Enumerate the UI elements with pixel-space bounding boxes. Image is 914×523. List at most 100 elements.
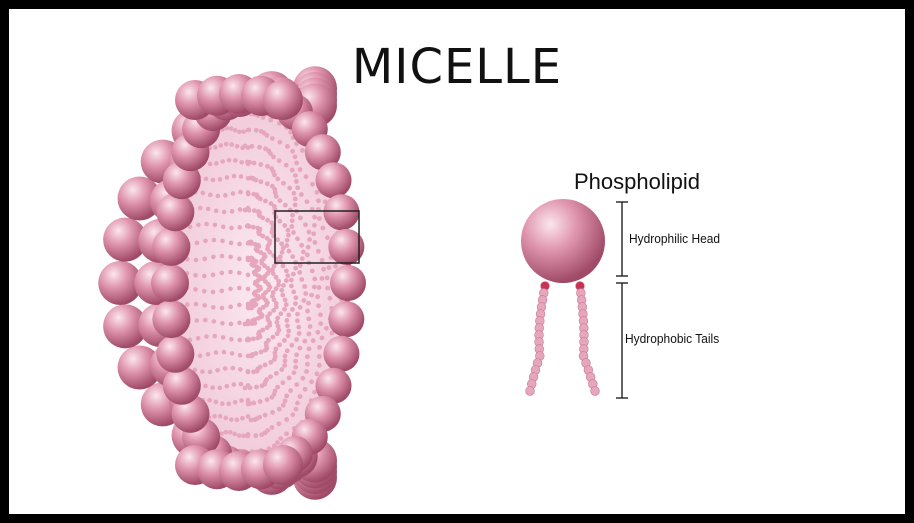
- head-sphere: [156, 193, 194, 231]
- tail-bead: [241, 129, 246, 134]
- tail-bead: [239, 398, 244, 403]
- tail-bead: [246, 354, 251, 359]
- tail-bead: [194, 302, 199, 307]
- tail-bead: [305, 253, 310, 258]
- head-sphere: [316, 162, 352, 198]
- tail-bead: [315, 190, 320, 195]
- tail-bead: [312, 215, 317, 220]
- tail-bead: [333, 264, 338, 269]
- tail-bead: [285, 323, 290, 328]
- tail-bead: [246, 273, 251, 278]
- tail-bead: [305, 199, 310, 204]
- tail-bead: [286, 313, 291, 318]
- tail-bead: [220, 321, 225, 326]
- tail-bead: [275, 331, 280, 336]
- tail-bead: [251, 369, 256, 374]
- tail-bead: [293, 196, 298, 201]
- tail-bead: [246, 206, 251, 211]
- tail-bead: [217, 386, 222, 391]
- tail-bead: [246, 369, 251, 374]
- tail-bead: [260, 383, 265, 388]
- tail-bead: [204, 177, 209, 182]
- tail-bead: [294, 352, 299, 357]
- tail-bead: [219, 289, 224, 294]
- tail-bead: [285, 273, 290, 278]
- tail-bead: [251, 336, 256, 341]
- tail-bead: [313, 240, 318, 245]
- tail-bead: [254, 385, 259, 390]
- tail-bead: [591, 387, 600, 396]
- tail-bead: [202, 274, 207, 279]
- tail-bead: [252, 208, 257, 213]
- tail-bead: [321, 267, 326, 272]
- tail-bead: [287, 249, 292, 254]
- tail-bead: [198, 354, 203, 359]
- tail-bead: [246, 258, 251, 263]
- tail-bead: [291, 272, 296, 277]
- tail-bead: [220, 159, 225, 164]
- tail-bead: [230, 351, 235, 356]
- tail-bead: [290, 218, 295, 223]
- tail-bead: [246, 145, 251, 150]
- tail-bead: [223, 366, 228, 371]
- tail-bead: [288, 388, 293, 393]
- tail-bead: [276, 421, 281, 426]
- tail-bead: [291, 191, 296, 196]
- tails-bracket: [616, 283, 628, 398]
- tail-bead: [237, 433, 242, 438]
- tail-bead: [228, 430, 233, 435]
- tail-bead: [293, 202, 298, 207]
- tail-bead: [284, 268, 289, 273]
- tail-bead: [298, 305, 303, 310]
- tail-bead: [309, 293, 314, 298]
- tail-bead: [232, 432, 237, 437]
- tail-bead: [238, 190, 243, 195]
- tail-bead: [297, 346, 302, 351]
- tail-bead: [293, 301, 298, 306]
- tail-bead: [317, 354, 322, 359]
- tail-bead: [270, 136, 275, 141]
- tail-bead: [263, 363, 268, 368]
- tail-bead: [305, 354, 310, 359]
- tail-bead: [203, 384, 208, 389]
- tail-bead: [274, 194, 279, 199]
- tail-bead: [287, 376, 292, 381]
- tail-bead: [212, 334, 217, 339]
- tail-bead: [295, 185, 300, 190]
- tail-bead: [290, 149, 295, 154]
- tail-bead: [208, 162, 213, 167]
- tail-bead: [208, 370, 213, 375]
- tail-bead: [286, 228, 291, 233]
- tail-bead: [283, 358, 288, 363]
- tail-bead: [285, 238, 290, 243]
- tail-bead: [324, 326, 329, 331]
- tail-bead: [325, 286, 330, 291]
- phospholipid-molecule: [521, 199, 605, 395]
- tail-bead: [284, 431, 289, 436]
- tail-bead: [198, 206, 203, 211]
- tail-bead: [286, 233, 291, 238]
- tail-bead: [300, 256, 305, 261]
- tail-bead: [202, 257, 207, 262]
- tail-bead: [298, 263, 303, 268]
- tail-bead: [229, 126, 234, 131]
- tail-bead: [208, 193, 213, 198]
- tail-bead: [303, 222, 308, 227]
- tail-bead: [240, 416, 245, 421]
- tail-bead: [277, 140, 282, 145]
- tail-bead: [307, 237, 312, 242]
- tail-bead: [298, 394, 303, 399]
- tail-bead: [310, 268, 315, 273]
- tail-bead: [300, 376, 305, 381]
- tail-bead: [218, 143, 223, 148]
- tail-bead: [315, 294, 320, 299]
- tail-bead: [306, 332, 311, 337]
- tail-bead: [257, 145, 262, 150]
- tail-bead: [237, 286, 242, 291]
- tail-bead: [316, 249, 321, 254]
- tail-bead: [283, 354, 288, 359]
- tail-bead: [212, 238, 217, 243]
- tail-bead: [292, 370, 297, 375]
- tail-bead: [215, 368, 220, 373]
- head-sphere: [328, 301, 364, 337]
